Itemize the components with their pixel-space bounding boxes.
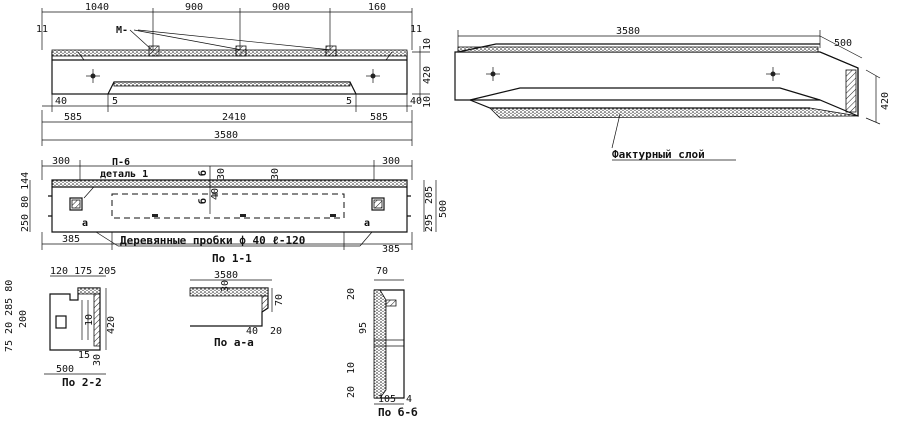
lift-point-left	[86, 69, 100, 83]
secbb-title: По б-б	[378, 406, 418, 419]
elev-dim-900a: 900	[185, 2, 203, 13]
elev-dim-5a: 5	[112, 96, 118, 107]
sec22-dim-15: 15	[78, 350, 90, 361]
iso-width: 500	[834, 38, 852, 49]
sec11-dim-70: 70	[274, 294, 285, 306]
elev-right-mark: 11	[410, 24, 422, 35]
sec22-top-dims: 120 175 205	[50, 266, 116, 277]
sec11-dim-3580: 3580	[214, 270, 238, 281]
plan-right-295: 295	[424, 214, 435, 232]
plan-dim-30b: 30	[270, 168, 281, 180]
sec-aa-title: По а-а	[214, 336, 254, 349]
sec22-dim-500: 500	[56, 364, 74, 375]
elev-h-top: 10	[422, 38, 433, 50]
elev-dim-40a: 40	[55, 96, 67, 107]
sec22-dim-30: 30	[92, 354, 103, 366]
iso-height: 420	[880, 92, 891, 110]
p6-label: П-6	[112, 157, 130, 168]
section-b-b: 70 20 95 10 20 105 4 По б-б	[346, 266, 418, 419]
section-mark-b: б	[197, 170, 209, 176]
plan-view: 300 300 П-6 деталь 1 б б 40 30 30 а а 25…	[20, 156, 449, 255]
sec11-dim-40: 40	[246, 326, 258, 337]
section-2-2: 120 175 205 75 20 285 80 200 10 420 15 3…	[4, 266, 117, 389]
front-elevation: 1040 900 900 160 11 11 М-	[36, 2, 433, 146]
elev-dim-1040: 1040	[85, 2, 109, 13]
plan-dim-40: 40	[210, 188, 221, 200]
elev-dim-585b: 585	[370, 112, 388, 123]
elev-dim-900b: 900	[272, 2, 290, 13]
plan-dim-385a: 385	[62, 234, 80, 245]
elev-dim-585a: 585	[64, 112, 82, 123]
secbb-dim-4: 4	[406, 394, 412, 405]
sec22-dim-420: 420	[106, 316, 117, 334]
secbb-dim-95: 95	[358, 322, 369, 334]
elev-dim-5b: 5	[346, 96, 352, 107]
plan-right-500: 500	[438, 200, 449, 218]
detail-label: деталь 1	[100, 169, 148, 180]
secbb-dim-70: 70	[376, 266, 388, 277]
sec11-title: По 1-1	[212, 252, 252, 265]
plan-dim-30a: 30	[216, 168, 227, 180]
mark-label: М-	[116, 25, 128, 36]
secbb-dim-20b: 20	[346, 386, 357, 398]
plan-dim-300a: 300	[52, 156, 70, 167]
sec11-dim-20: 20	[270, 326, 282, 337]
elev-h-420: 420	[422, 66, 433, 84]
secbb-dim-10: 10	[346, 362, 357, 374]
section-mark-b2: б	[197, 198, 209, 204]
sec22-dim-200: 200	[18, 310, 29, 328]
elev-dim-2410: 2410	[222, 112, 246, 123]
elev-overall: 3580	[214, 130, 238, 141]
secbb-dim-20: 20	[346, 288, 357, 300]
plan-dim-300b: 300	[382, 156, 400, 167]
iso-lift-right	[766, 67, 780, 81]
lift-point-right	[366, 69, 380, 83]
facture-layer-label: Фактурный слой	[612, 148, 705, 161]
section-mark-a1: а	[82, 218, 88, 229]
iso-length: 3580	[616, 26, 640, 37]
iso-lift-left	[486, 67, 500, 81]
section-1-1: По 1-1 3580 30 70 40 20 По а-а	[189, 252, 285, 349]
elev-left-mark: 11	[36, 24, 48, 35]
sec22-left-dims: 75 20 285 80	[4, 280, 15, 352]
plan-left-dims: 250 80 144	[20, 172, 31, 232]
section-mark-a2: а	[364, 218, 370, 229]
elev-h-bottom: 10	[422, 96, 433, 108]
sec11-dim-30: 30	[220, 280, 231, 292]
elev-dim-160: 160	[368, 2, 386, 13]
sec22-title: По 2-2	[62, 376, 102, 389]
elev-dim-40b: 40	[410, 96, 422, 107]
plan-right-205: 205	[424, 186, 435, 204]
plan-dim-385b: 385	[382, 244, 400, 255]
wood-plugs-note: Деревянные пробки ф 40 ℓ-120	[120, 234, 305, 247]
sec22-dim-10: 10	[84, 314, 95, 326]
secbb-dim-105: 105	[378, 394, 396, 405]
isometric-view: 3580 500 420 Фактурный слой	[454, 26, 891, 161]
